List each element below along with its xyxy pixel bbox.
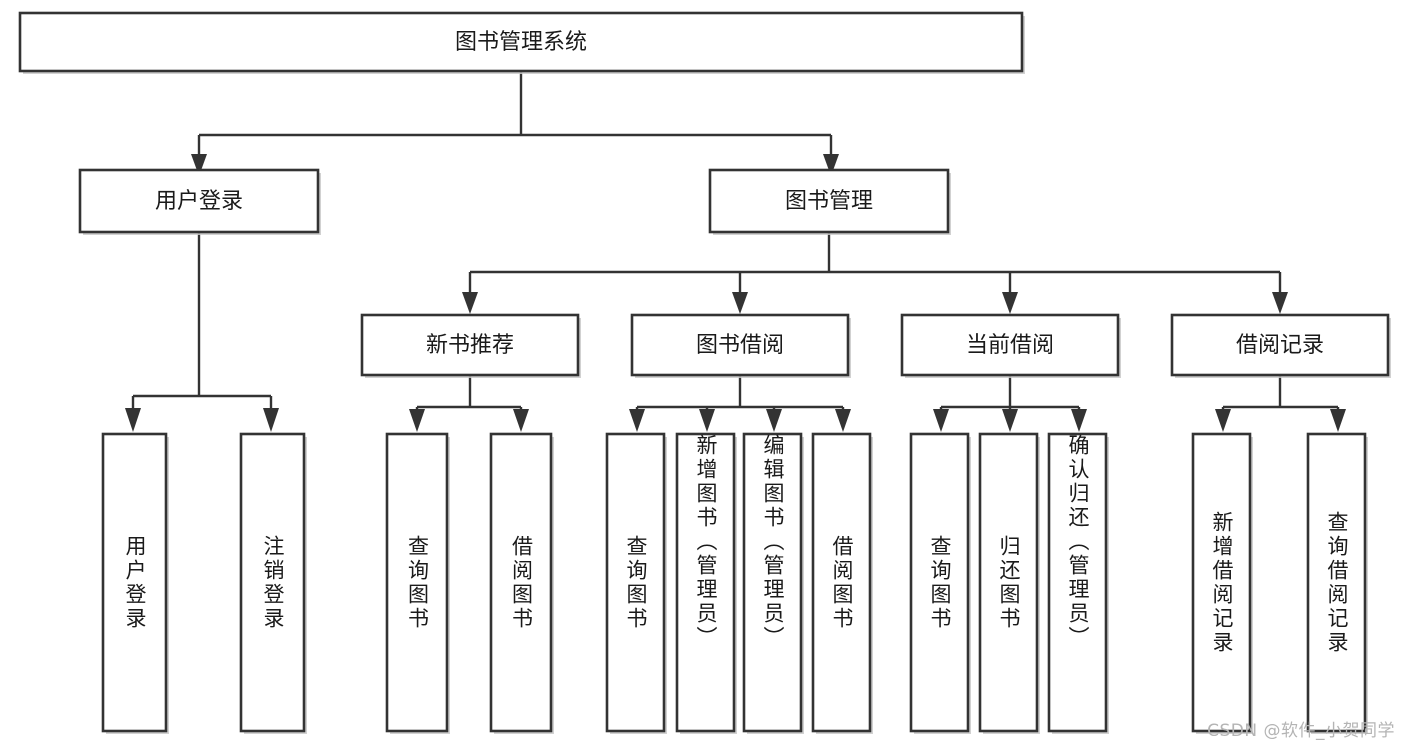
node-current-borrow[interactable]: 当前借阅 [900, 313, 1121, 378]
arrow-to-leaf-query-book-2 [629, 409, 645, 432]
leaf-return-book-box[interactable] [978, 432, 1039, 733]
arrow-to-leaf-add-record [1215, 409, 1231, 432]
leaf-query-book-1-box[interactable] [385, 432, 449, 733]
leaf-edit-book-box[interactable] [742, 432, 803, 733]
node-new-book-label: 新书推荐 [426, 333, 514, 358]
node-root[interactable]: 图书管理系统 [18, 11, 1025, 74]
leaf-node-query-book-2[interactable] [605, 432, 667, 734]
node-user-login-box[interactable] [78, 168, 320, 234]
edge-book-manage-bus [468, 233, 1282, 298]
arrow-to-borrow-record [1272, 292, 1288, 314]
leaf-confirm-return-box[interactable] [1047, 432, 1108, 733]
node-root-box[interactable] [18, 11, 1024, 73]
leaf-logout-box[interactable] [239, 432, 306, 733]
node-new-book[interactable]: 新书推荐 [360, 313, 581, 378]
edge-book-borrow-bus [635, 376, 845, 414]
arrow-to-user-login [191, 154, 207, 176]
arrow-to-current-borrow [1002, 292, 1018, 314]
leaf-node-borrow-book-2[interactable] [811, 432, 873, 734]
arrow-to-book-manage [823, 154, 839, 176]
leaf-borrow-book-2-box[interactable] [811, 432, 872, 733]
leaf-node-confirm-return[interactable] [1047, 432, 1109, 734]
node-new-book-box[interactable] [360, 313, 580, 377]
arrow-to-leaf-query-record [1330, 409, 1346, 432]
leaf-node-query-book-1[interactable] [385, 432, 450, 734]
leaf-query-book-2-box[interactable] [605, 432, 666, 733]
leaf-query-record-box[interactable] [1306, 432, 1367, 733]
leaf-node-query-record[interactable] [1306, 432, 1368, 734]
edges-layer [125, 72, 1346, 432]
arrow-to-leaf-logout [263, 408, 279, 432]
edge-current-borrow-bus [939, 376, 1081, 414]
node-current-borrow-box[interactable] [900, 313, 1120, 377]
arrow-to-leaf-borrow-book-1 [513, 409, 529, 432]
edge-user-login-bus [131, 233, 273, 412]
leaf-add-book-box[interactable] [675, 432, 736, 733]
edge-root-bus [197, 72, 833, 160]
leaf-node-add-record[interactable] [1191, 432, 1253, 734]
edge-borrow-record-bus [1221, 376, 1340, 414]
leaf-borrow-book-1-box[interactable] [489, 432, 553, 733]
nodes-layer: 图书管理系统 用户登录 图书管理 新书推荐 图书 [18, 11, 1391, 734]
leaf-node-edit-book[interactable] [742, 432, 804, 734]
edge-new-book-bus [415, 376, 523, 414]
node-root-label: 图书管理系统 [455, 30, 587, 55]
node-borrow-record[interactable]: 借阅记录 [1170, 313, 1391, 378]
node-current-borrow-label: 当前借阅 [966, 333, 1054, 358]
node-book-borrow-label: 图书借阅 [696, 333, 784, 358]
leaf-node-query-book-3[interactable] [909, 432, 971, 734]
node-borrow-record-box[interactable] [1170, 313, 1390, 377]
arrow-to-new-book [462, 292, 478, 314]
leaf-node-borrow-book-1[interactable] [489, 432, 554, 734]
arrow-to-leaf-borrow-book-2 [835, 409, 851, 432]
leaf-node-user-login[interactable] [101, 432, 169, 734]
arrow-to-leaf-edit-book [766, 409, 782, 432]
arrow-to-leaf-add-book [699, 409, 715, 432]
leaf-node-return-book[interactable] [978, 432, 1040, 734]
csdn-watermark: CSDN @软件_小贺同学 [1207, 721, 1395, 741]
node-book-borrow[interactable]: 图书借阅 [630, 313, 851, 378]
node-user-login[interactable]: 用户登录 [78, 168, 321, 235]
node-book-manage-box[interactable] [708, 168, 950, 234]
arrow-to-leaf-confirm-return [1071, 409, 1087, 432]
arrow-to-book-borrow [732, 292, 748, 314]
node-book-manage-label: 图书管理 [785, 189, 873, 214]
leaf-add-record-box[interactable] [1191, 432, 1252, 733]
node-book-manage[interactable]: 图书管理 [708, 168, 951, 235]
arrow-to-leaf-return-book [1002, 409, 1018, 432]
arrow-to-leaf-query-book-3 [933, 409, 949, 432]
leaf-user-login-box[interactable] [101, 432, 168, 733]
node-user-login-label: 用户登录 [155, 189, 243, 214]
node-book-borrow-box[interactable] [630, 313, 850, 377]
leaf-node-add-book[interactable] [675, 432, 737, 734]
leaf-node-logout[interactable] [239, 432, 307, 734]
arrow-to-leaf-query-book-1 [409, 409, 425, 432]
leaf-query-book-3-box[interactable] [909, 432, 970, 733]
node-borrow-record-label: 借阅记录 [1236, 333, 1324, 358]
arrow-to-leaf-user-login [125, 408, 141, 432]
